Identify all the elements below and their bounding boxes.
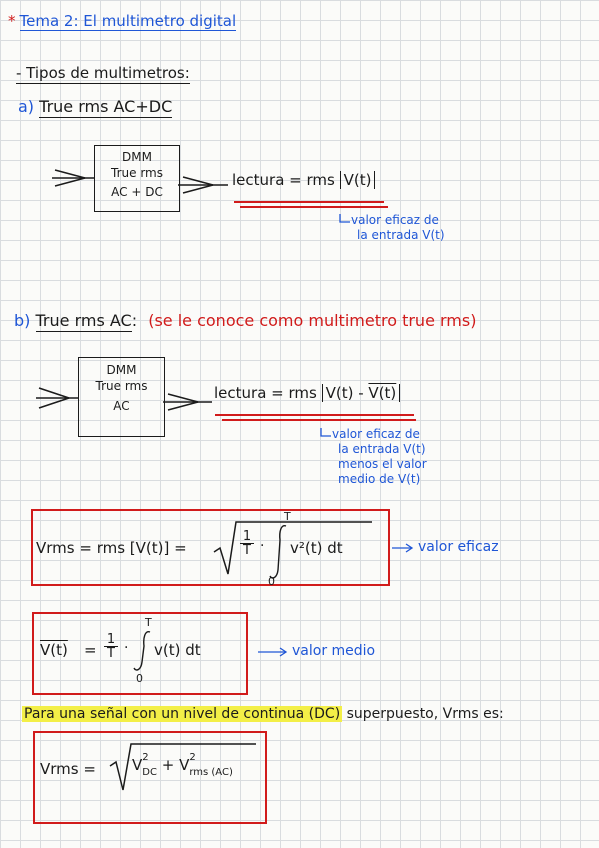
mean-formula-lhs: V(t) [40, 641, 68, 659]
highlighted-text: Para una señal con un nivel de continua … [22, 706, 343, 722]
rms-dot: · [260, 538, 265, 554]
sentence-tail: superpuesto, Vrms es: [342, 706, 504, 722]
dmm-box-a: DMM True rms AC + DC [94, 145, 180, 212]
mean-frac-num: 1 [106, 632, 116, 647]
section-b-title: True rms AC [35, 311, 132, 332]
reading-b-label: lectura [214, 384, 267, 402]
reading-a: lectura = rms V(t) [232, 171, 376, 189]
reading-a-eq: = rms [284, 171, 335, 189]
mean-label-arrow [258, 647, 288, 657]
mean-upper-limit: T [145, 616, 152, 629]
total-term1-sup: 2 [142, 752, 149, 763]
dmm-b-line3: AC [113, 399, 130, 413]
section-b-heading: b) True rms AC: (se le conoce como multi… [14, 311, 477, 332]
reading-b-minus: - [353, 384, 369, 402]
dmm-a-line3: AC + DC [111, 185, 163, 199]
mean-dot: · [124, 640, 129, 656]
section-b-prefix: b) [14, 311, 31, 330]
note-a: valor eficaz de la entrada V(t) [337, 213, 445, 243]
reading-b-args: V(t) - V(t) [321, 384, 401, 402]
rms-label: valor eficaz [418, 539, 499, 555]
total-term2-sub: rms (AC) [189, 767, 233, 778]
integral-sign-rms [269, 525, 287, 579]
note-b-line2: la entrada V(t) [338, 442, 426, 456]
reading-b: lectura = rms V(t) - V(t) [214, 384, 401, 402]
arrow-out-a [178, 176, 228, 194]
section-a-prefix: a) [18, 97, 35, 116]
arrow-in-a [52, 169, 94, 187]
rms-frac-num: 1 [242, 529, 252, 544]
total-formula-lhs: Vrms = [40, 760, 96, 778]
arrow-in-b [36, 387, 78, 409]
dc-offset-sentence: Para una señal con un nivel de continua … [22, 706, 504, 722]
section-b-colon: : [131, 311, 138, 330]
page-title: *Tema 2: El multimetro digital [8, 12, 237, 31]
dmm-b-line2: True rms [95, 379, 148, 393]
note-b-line4: medio de V(t) [338, 472, 421, 486]
mean-label: valor medio [292, 643, 376, 659]
mean-frac-den: T [104, 646, 118, 660]
rms-upper-limit: T [284, 510, 291, 523]
total-term1-sub: DC [142, 767, 157, 778]
title-star-marker: * [8, 12, 16, 30]
mean-lower-limit: 0 [136, 672, 143, 685]
note-a-line2: la entrada V(t) [357, 228, 445, 242]
subheading: - Tipos de multimetros: [16, 64, 190, 84]
mean-formula-eq: = [84, 641, 97, 659]
section-a-title: True rms AC+DC [39, 97, 173, 118]
total-term1: V [132, 756, 143, 774]
rms-frac-den: T [240, 543, 254, 557]
total-term2: V [179, 756, 190, 774]
dmm-box-b: DMM True rms AC [78, 357, 165, 437]
note-a-line1: valor eficaz de [351, 213, 439, 227]
reading-a-label: lectura [232, 171, 285, 189]
arrow-out-b [163, 393, 212, 411]
sqrt-sign-total [109, 743, 256, 791]
title-text: Tema 2: El multimetro digital [19, 12, 237, 31]
dmm-a-line1: DMM [122, 150, 152, 164]
dmm-b-line1: DMM [106, 363, 137, 377]
rms-lower-limit: 0 [268, 575, 275, 588]
mean-integrand: v(t) dt [154, 641, 201, 659]
rms-integrand: v²(t) dt [290, 539, 343, 557]
integral-sign-mean [133, 631, 151, 671]
reading-b-arg2: V(t) [368, 384, 397, 402]
mean-fraction: 1 T [104, 633, 118, 660]
total-term2-sup: 2 [189, 752, 196, 763]
rms-fraction: 1 T [240, 530, 254, 557]
note-b-line1: valor eficaz de [332, 427, 420, 441]
sqrt-sign-rms [213, 521, 372, 575]
reading-b-eq: = rms [266, 384, 317, 402]
section-b-note: (se le conoce como multimetro true rms) [148, 311, 477, 330]
rms-label-arrow [392, 543, 414, 553]
reading-a-underline [234, 201, 388, 208]
rms-formula-lhs: Vrms = rms [V(t)] = [36, 539, 187, 557]
dmm-a-line2: True rms [111, 166, 163, 180]
note-b: valor eficaz de la entrada V(t) menos el… [318, 427, 427, 487]
reading-b-underline [215, 414, 416, 421]
total-plus: + [156, 756, 180, 774]
section-a-heading: a) True rms AC+DC [18, 97, 173, 118]
reading-a-arg: V(t) [339, 171, 376, 189]
note-a-arrow [339, 214, 350, 223]
reading-b-arg1: V(t) [325, 384, 354, 402]
mean-formula-frame [32, 612, 248, 695]
rms-formula-frame [31, 509, 390, 586]
note-b-line3: menos el valor [338, 457, 427, 471]
note-b-arrow [320, 428, 331, 437]
total-formula-frame [33, 731, 267, 824]
